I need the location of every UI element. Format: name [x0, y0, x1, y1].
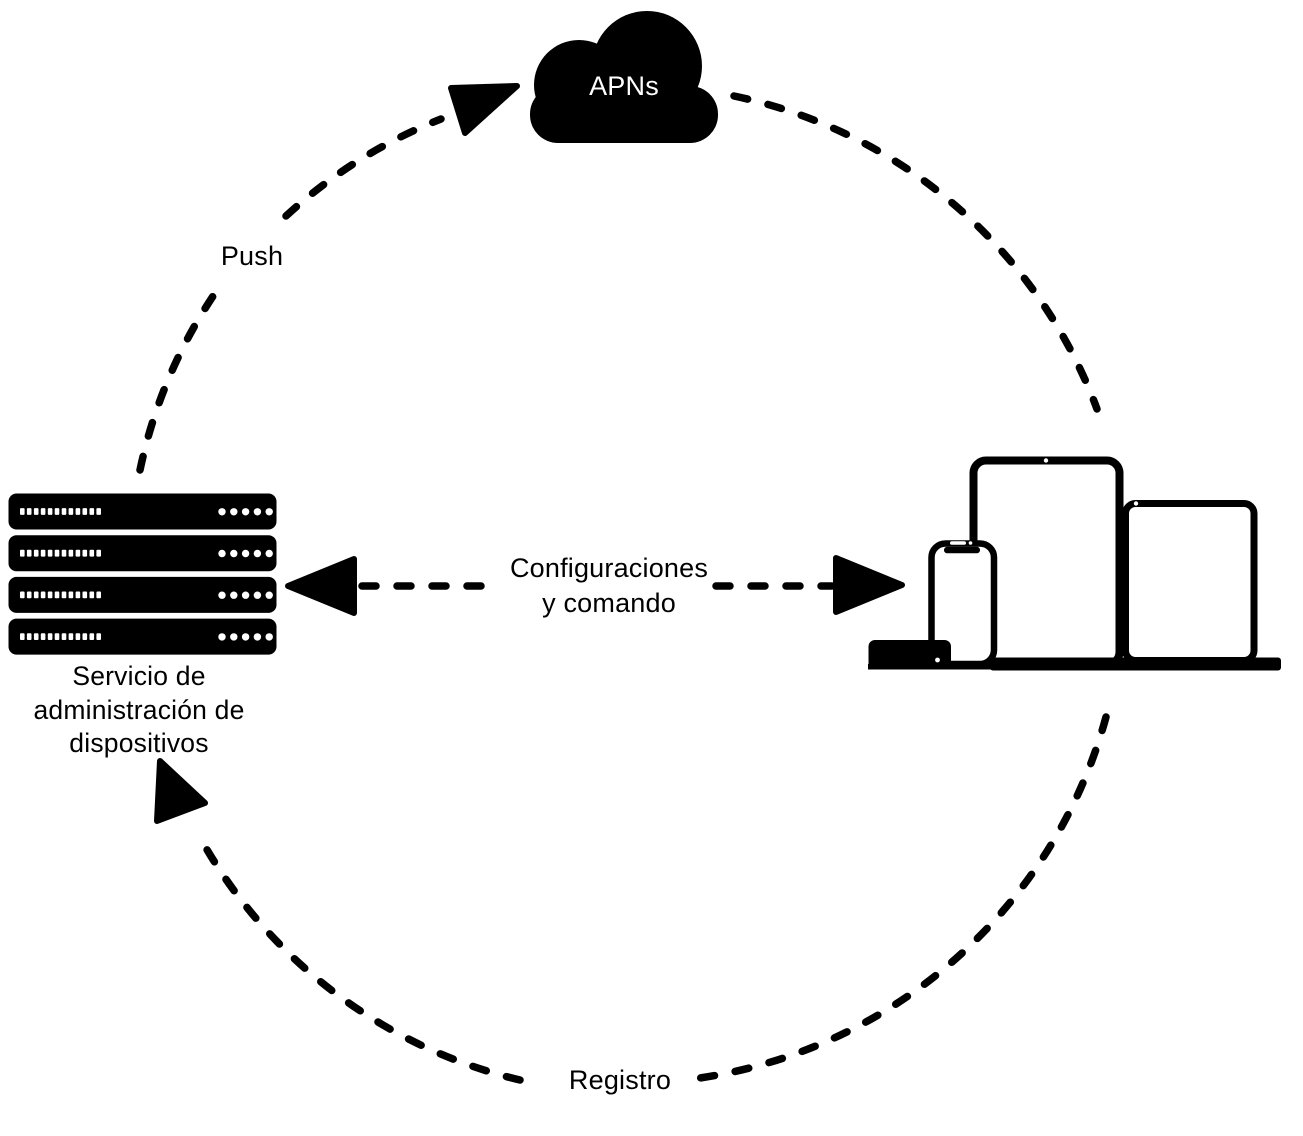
mdm-server-label: Servicio de administración de dispositiv… [10, 660, 268, 761]
cloud-icon [530, 11, 718, 143]
arrowheads [154, 83, 905, 824]
push-arc-upper [282, 115, 445, 220]
config-arrow-label-line1: Configuraciones [509, 553, 709, 583]
push-arc-lower [136, 282, 224, 474]
config-arrow-label-line2: y comando [542, 588, 676, 618]
devices-icon [868, 456, 1281, 671]
apple-tv-icon [868, 640, 951, 670]
registration-arrowhead [154, 758, 208, 824]
flow-arcs [136, 92, 1110, 1084]
mdm-server-label-line2: administración de [33, 694, 245, 725]
config-left-arrowhead [285, 556, 357, 616]
config-arrow-label: Configuraciones y comando [459, 551, 759, 621]
mdm-server-label-line3: dispositivos [69, 728, 209, 758]
apns-to-devices-arc [730, 92, 1101, 413]
macbook-icon [1122, 500, 1258, 664]
apns-label: APNs [589, 71, 659, 101]
mdm-server-label-line1: Servicio de [72, 661, 206, 691]
push-arrow-label: Push [220, 241, 284, 271]
push-arrowhead [448, 83, 520, 136]
server-rack-icon [8, 493, 277, 655]
registration-arc-left [202, 844, 524, 1084]
iphone-icon [928, 540, 998, 668]
registration-arrow-label: Registro [568, 1065, 672, 1095]
config-right-arrowhead [833, 555, 905, 615]
registration-arc-right [696, 713, 1110, 1082]
